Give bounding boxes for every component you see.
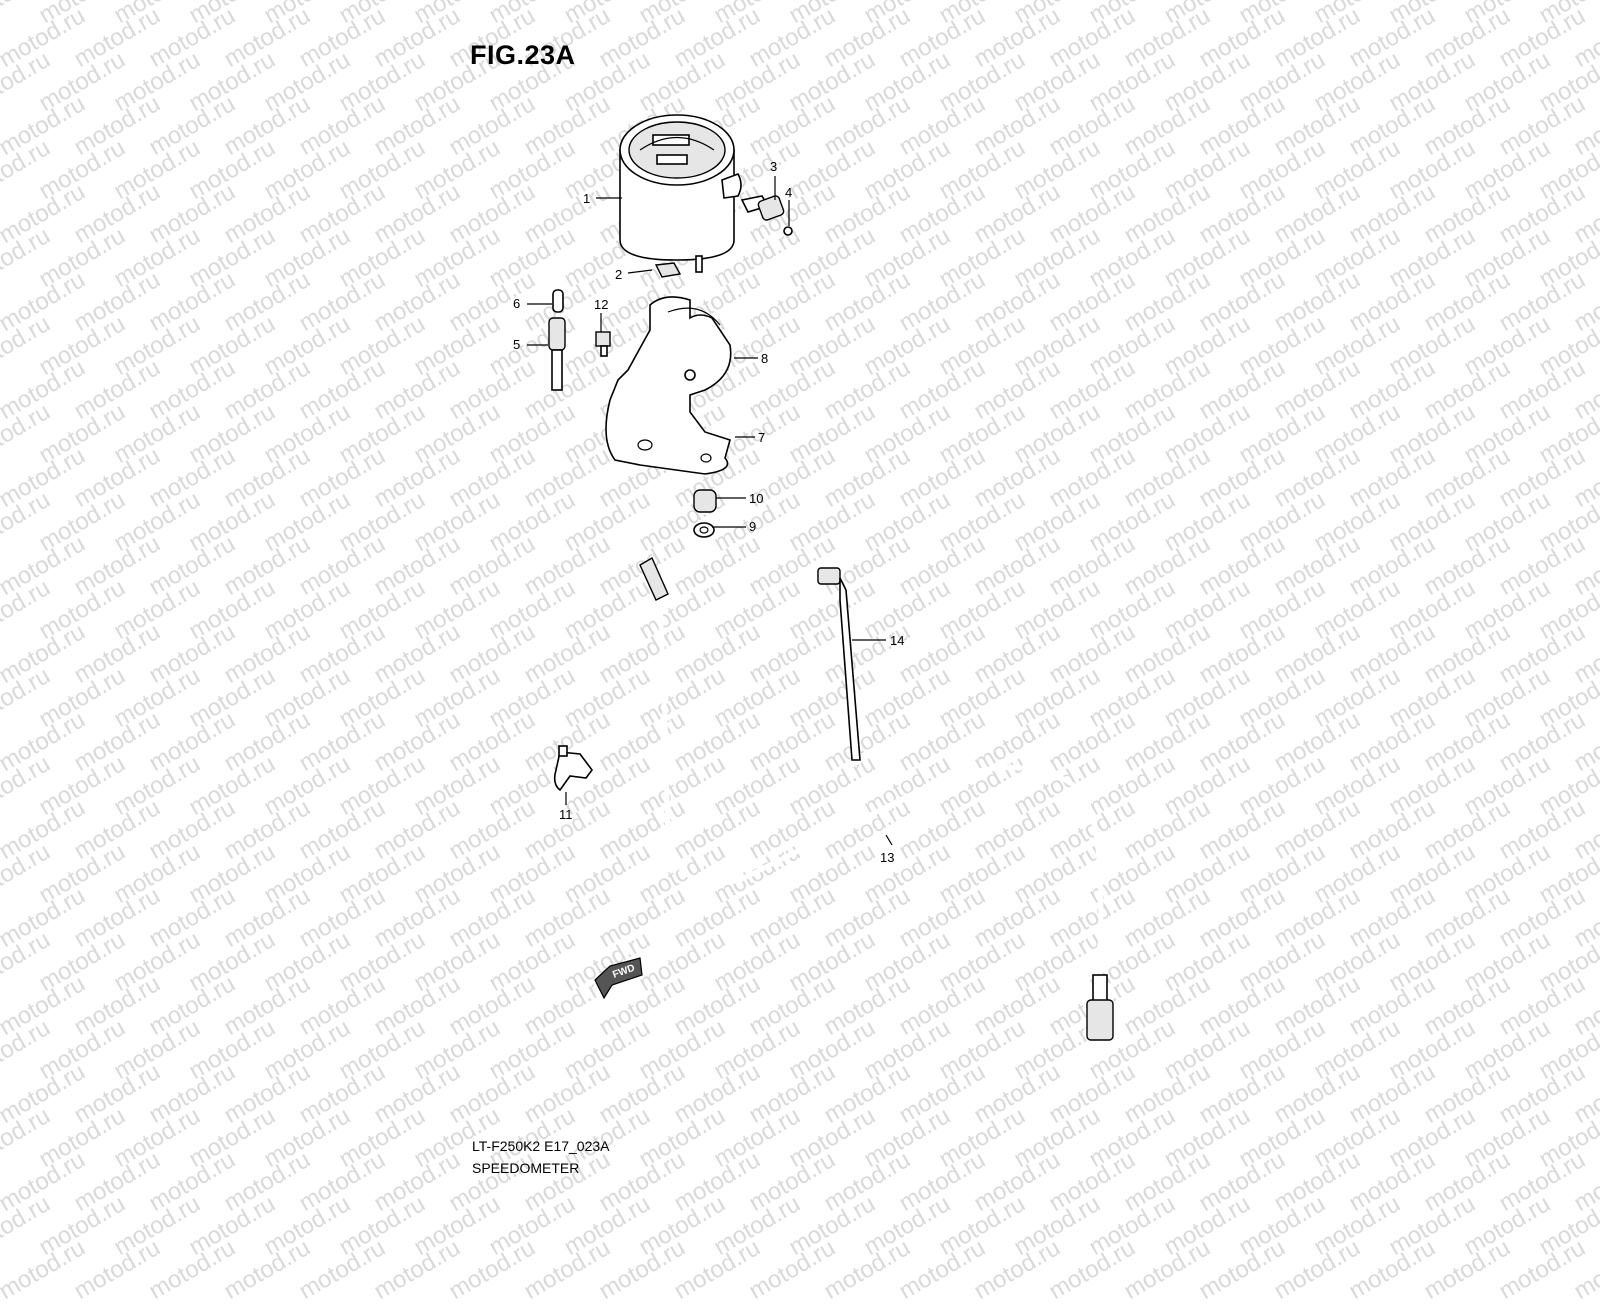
- watermark-text: motod.ru: [669, 1234, 765, 1305]
- watermark-text: motod.ru: [934, 1190, 1030, 1261]
- callout-1: 1: [583, 191, 590, 206]
- watermark-text: motod.ru: [1494, 1234, 1590, 1305]
- cushion-pad: [654, 262, 682, 278]
- watermark-text: motod.ru: [1534, 1190, 1600, 1261]
- watermark-text: motod.ru: [1044, 1234, 1140, 1305]
- watermark-text: motod.ru: [744, 1234, 840, 1305]
- watermark-text: motod.ru: [1119, 1234, 1215, 1305]
- wiring-harness: [817, 567, 861, 761]
- leader-lines: [527, 176, 893, 846]
- model-code: LT-F250K2 E17_023A: [472, 1138, 610, 1154]
- bulb-and-socket: [548, 289, 566, 391]
- watermark-text: motod.ru: [69, 1234, 165, 1305]
- watermark-text: motod.ru: [709, 1190, 805, 1261]
- watermark-text: motod.ru: [1309, 1190, 1405, 1261]
- washer: [693, 522, 715, 538]
- watermark-text: motod.ru: [1569, 1234, 1600, 1305]
- watermark-text: motod.ru: [1419, 1234, 1515, 1305]
- speedometer-cable: [639, 557, 1114, 1041]
- watermark-text: motod.ru: [1084, 1190, 1180, 1261]
- watermark-text: motod.ru: [369, 1234, 465, 1305]
- callout-14: 14: [890, 633, 904, 648]
- callout-11: 11: [559, 807, 573, 822]
- watermark-text: motod.ru: [0, 1190, 55, 1261]
- screw: [783, 226, 793, 236]
- callout-8: 8: [761, 351, 768, 366]
- callout-6: 6: [513, 296, 520, 311]
- watermark-text: motod.ru: [859, 1190, 955, 1261]
- grommet: [693, 489, 717, 513]
- watermark-text: motod.ru: [1269, 1234, 1365, 1305]
- watermark-text: motod.ru: [1009, 1190, 1105, 1261]
- section-title: SPEEDOMETER: [472, 1160, 580, 1176]
- watermark-text: motod.ru: [594, 1234, 690, 1305]
- watermark-text: motod.ru: [634, 1190, 730, 1261]
- watermark-text: motod.ru: [444, 1234, 540, 1305]
- watermark-text: motod.ru: [484, 1190, 580, 1261]
- adjust-knob: [740, 195, 785, 221]
- meter-bracket: [605, 296, 732, 475]
- watermark-text: motod.ru: [409, 1190, 505, 1261]
- callout-9: 9: [749, 519, 756, 534]
- watermark-text: motod.ru: [219, 1234, 315, 1305]
- watermark-text: motod.ru: [109, 1190, 205, 1261]
- callout-labels: 1 2 3 4 5 6 7 8 9 10 11 12 13 14: [513, 159, 904, 865]
- cable-clamp: [553, 745, 593, 792]
- callout-13: 13: [880, 850, 894, 865]
- callout-4: 4: [785, 185, 792, 200]
- watermark-text: motod.ru: [559, 1190, 655, 1261]
- watermark-text: motod.ru: [259, 1190, 355, 1261]
- watermark-text: motod.ru: [1159, 1190, 1255, 1261]
- watermark-text: motod.ru: [1194, 1234, 1290, 1305]
- forward-arrow-icon: FWD: [594, 957, 643, 1000]
- watermark-text: motod.ru: [969, 1234, 1065, 1305]
- watermark-text: motod.ru: [294, 1234, 390, 1305]
- watermark-text: motod.ru: [0, 1234, 90, 1305]
- callout-2: 2: [615, 267, 622, 282]
- watermark-text: motod.ru: [34, 1190, 130, 1261]
- watermark-text: motod.ru: [184, 1190, 280, 1261]
- watermark-text: motod.ru: [1344, 1234, 1440, 1305]
- watermark-text: motod.ru: [1459, 1190, 1555, 1261]
- watermark-text: motod.ru: [144, 1234, 240, 1305]
- callout-10: 10: [749, 491, 763, 506]
- watermark-text: motod.ru: [894, 1234, 990, 1305]
- watermark-text: motod.ru: [334, 1190, 430, 1261]
- watermark-text: motod.ru: [819, 1234, 915, 1305]
- watermark-text: motod.ru: [1234, 1190, 1330, 1261]
- callout-5: 5: [513, 337, 520, 352]
- speedometer-gauge: [619, 114, 742, 273]
- bolt: [595, 331, 611, 357]
- watermark-text: motod.ru: [1384, 1190, 1480, 1261]
- watermark-text: motod.ru: [519, 1234, 615, 1305]
- watermark-text: motod.ru: [784, 1190, 880, 1261]
- figure-title: FIG.23A: [470, 40, 576, 70]
- callout-3: 3: [770, 159, 777, 174]
- callout-7: 7: [758, 430, 765, 445]
- parts-diagram: FWD 1 2 3 4 5 6 7 8 9 10 11 12 13 14: [513, 114, 1114, 1041]
- callout-12: 12: [594, 297, 608, 312]
